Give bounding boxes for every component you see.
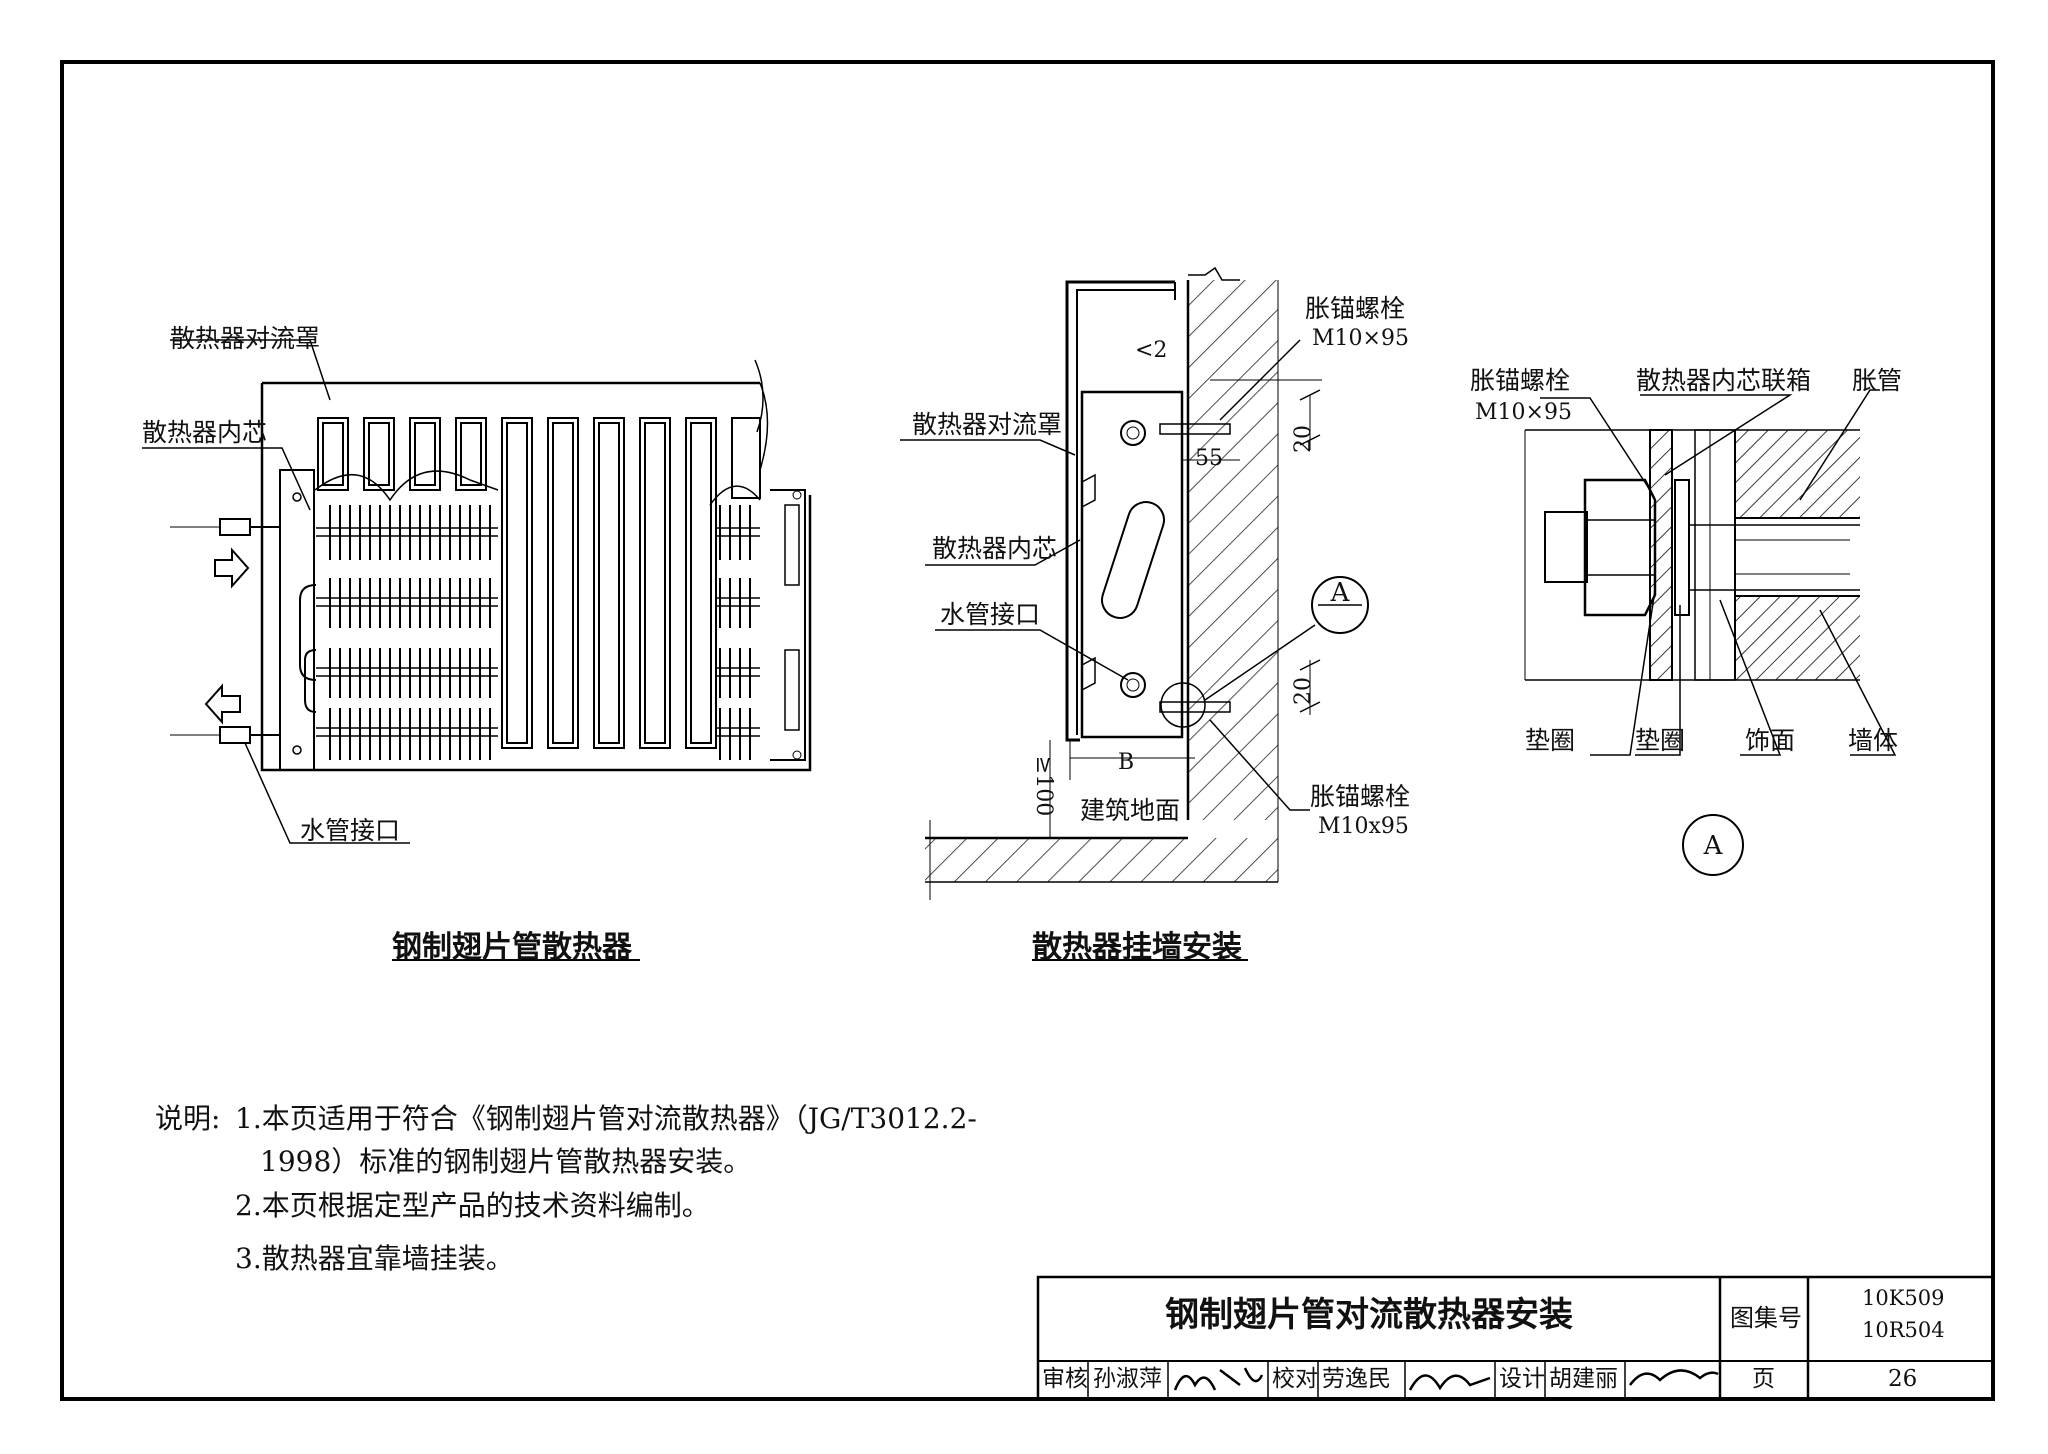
label-core-header: 散热器内芯联箱: [1636, 366, 1812, 395]
check-label: 校对: [1272, 1366, 1318, 1392]
sheet-border: [60, 60, 1995, 1401]
radiator-elevation: [142, 339, 812, 844]
label-convector-cover-center: 散热器对流罩: [912, 410, 1063, 439]
dim-20-top: 20: [1291, 425, 1316, 453]
note-item-1: 1.本页适用于符合《钢制翅片管对流散热器》（JG/T3012.2-: [235, 1102, 977, 1135]
label-anchor-bolt-detail: 胀锚螺栓: [1470, 366, 1571, 395]
label-anchor-bolt-bottom: 胀锚螺栓: [1310, 782, 1411, 811]
label-building-floor: 建筑地面: [1080, 796, 1181, 825]
label-radiator-core-center: 散热器内芯: [932, 534, 1058, 563]
label-anchor-bolt-top-size: M10×95: [1312, 326, 1409, 351]
design-name: 胡建丽: [1549, 1366, 1618, 1392]
detail-marker-a: A: [1703, 831, 1723, 861]
dim-min-100: ≥100: [1031, 755, 1057, 817]
review-label: 审核: [1042, 1366, 1088, 1392]
mounting-section: [900, 266, 1369, 900]
figure-title-left: 钢制翅片管散热器: [392, 930, 632, 965]
label-anchor-bolt-detail-size: M10×95: [1475, 400, 1572, 425]
dim-b: B: [1118, 750, 1135, 775]
label-pipe-connection-center: 水管接口: [940, 600, 1041, 629]
figure-title-center: 散热器挂墙安装: [1032, 930, 1242, 965]
detail-ref-a: A: [1330, 578, 1350, 608]
note-item-2: 2.本页根据定型产品的技术资料编制。: [235, 1189, 710, 1222]
label-anchor-bolt-top: 胀锚螺栓: [1305, 294, 1406, 323]
label-finish-layer: 饰面: [1745, 726, 1796, 755]
label-washer-1: 垫圈: [1525, 726, 1576, 755]
detail-a: [1524, 389, 1897, 876]
label-washer-2: 垫圈: [1635, 726, 1686, 755]
drawing-title: 钢制翅片管对流散热器安装: [1165, 1295, 1573, 1335]
title-block-grid: [1036, 1275, 1995, 1401]
dim-gap: <2: [1135, 338, 1168, 363]
page-label: 页: [1752, 1366, 1775, 1392]
atlas-number-1: 10K509: [1862, 1286, 1945, 1310]
label-wall: 墙体: [1848, 726, 1899, 755]
signatures: [1173, 1367, 1719, 1391]
check-name: 劳逸民: [1322, 1366, 1391, 1392]
note-item-1-cont: 1998）标准的钢制翅片管散热器安装。: [260, 1145, 752, 1178]
label-pipe-connection: 水管接口: [300, 816, 401, 845]
dim-55: 55: [1195, 446, 1223, 471]
notes-heading: 说明:: [155, 1102, 221, 1135]
review-name: 孙淑萍: [1093, 1366, 1162, 1392]
dim-20-bottom: 20: [1291, 677, 1316, 705]
atlas-number-label: 图集号: [1730, 1304, 1802, 1332]
label-radiator-core: 散热器内芯: [142, 418, 268, 447]
label-expansion-sleeve: 胀管: [1852, 366, 1903, 395]
label-convector-cover: 散热器对流罩: [170, 324, 321, 353]
design-label: 设计: [1499, 1366, 1545, 1392]
note-item-3: 3.散热器宜靠墙挂装。: [235, 1242, 514, 1275]
label-anchor-bolt-bottom-size: M10x95: [1318, 814, 1409, 839]
atlas-number-2: 10R504: [1862, 1318, 1945, 1342]
page-number: 26: [1888, 1366, 1918, 1392]
